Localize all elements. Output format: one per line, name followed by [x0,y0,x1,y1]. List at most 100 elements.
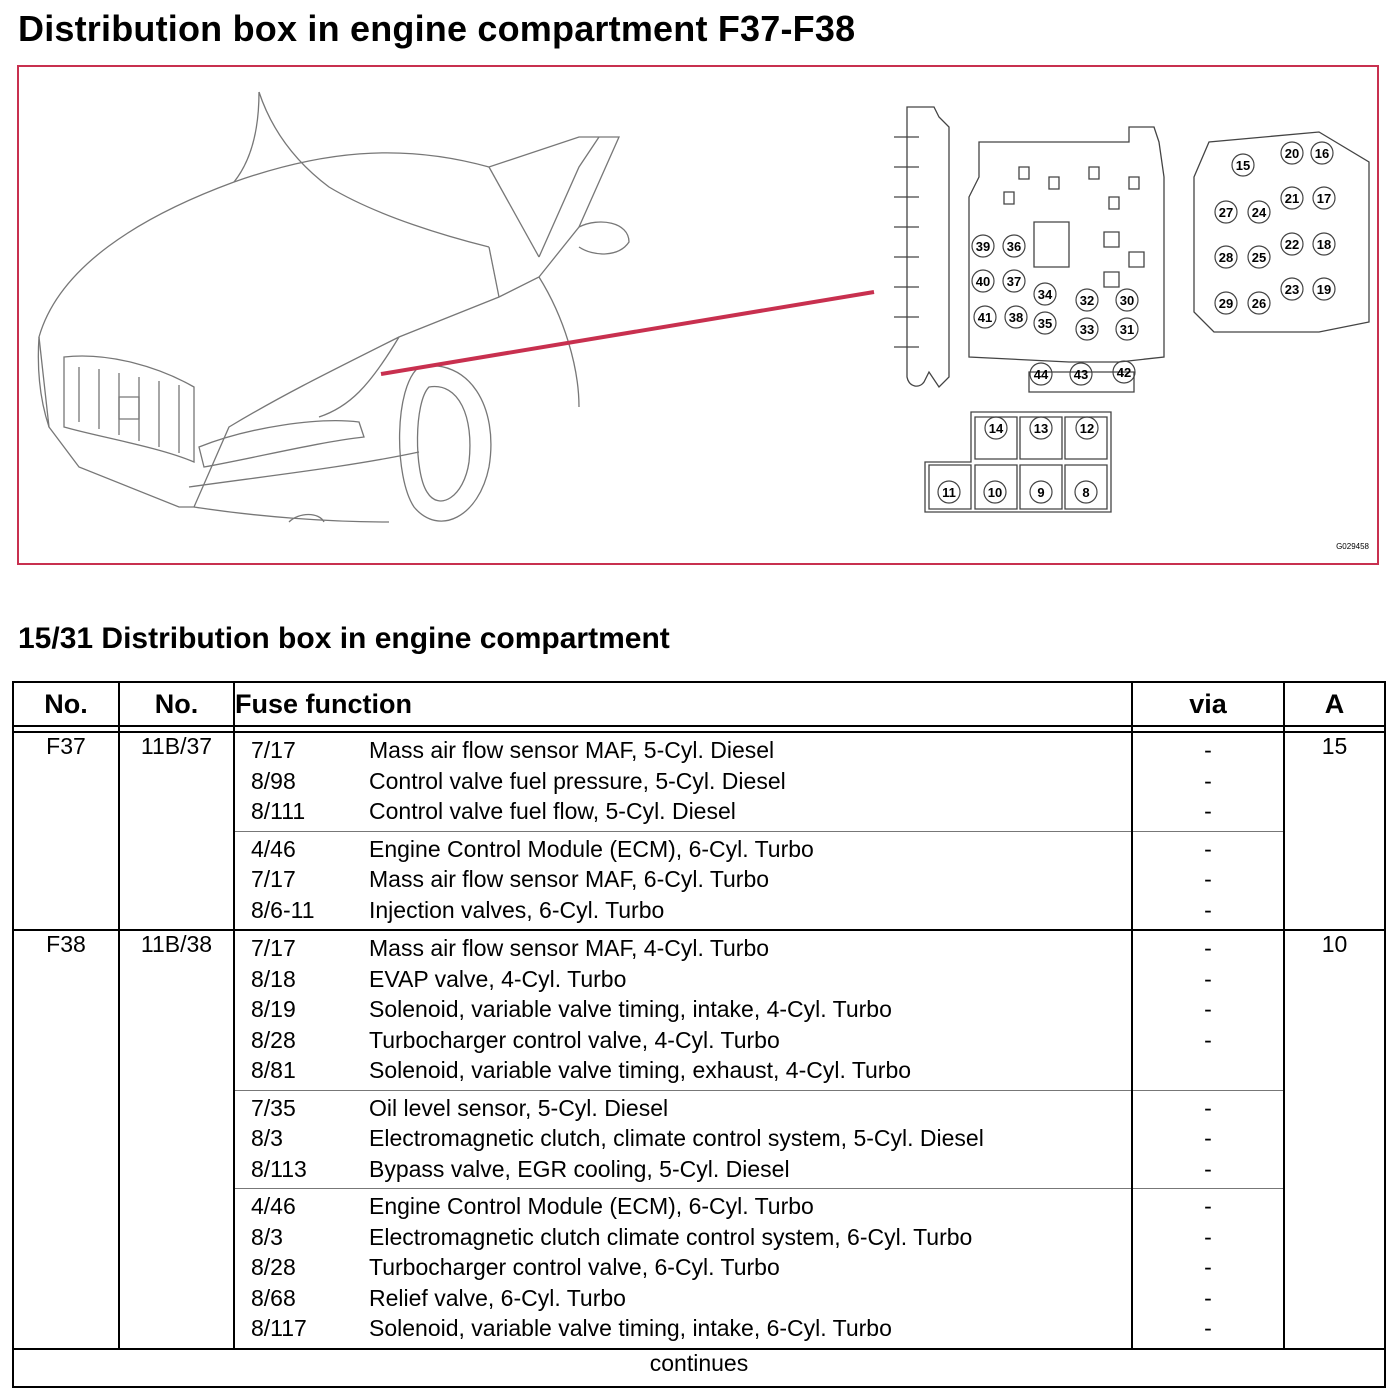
fuse-marker-43: 43 [1069,362,1093,386]
component-code: 8/28 [251,1026,296,1053]
fuse-label-31: 31 [1120,322,1134,337]
fuse-label-10: 10 [988,485,1002,500]
fuse-label-11: 11 [942,485,956,500]
fuse-label-37: 37 [1007,274,1021,289]
car-illustration [37,91,630,523]
component-code: 7/17 [251,737,296,763]
component-description: EVAP valve, 4-Cyl. Turbo [369,965,627,992]
table-footer-row: continues [12,1347,1386,1388]
fuse-marker-41: 41 [973,305,997,329]
fuse-marker-21: 21 [1280,186,1304,210]
amperage-cell: 10 [1283,929,1386,1350]
fuse-label-25: 25 [1252,250,1266,265]
component-code: 4/46 [251,835,296,862]
component-description: Solenoid, variable valve timing, intake,… [369,996,892,1022]
fuse-label-17: 17 [1317,191,1331,206]
header-amps: A [1283,681,1386,727]
component-code: 8/98 [251,767,296,794]
component-description: Oil level sensor, 5-Cyl. Diesel [369,1094,669,1121]
component-description: Turbocharger control valve, 4-Cyl. Turbo [369,1026,780,1053]
via-value: - [1204,767,1212,794]
via-group: --- [1133,1091,1283,1189]
fuse-marker-17: 17 [1312,186,1336,210]
fuse-label-22: 22 [1285,237,1299,252]
via-value: - [1204,996,1212,1022]
fuse-marker-18: 18 [1312,232,1336,256]
fuse-marker-9: 9 [1029,480,1053,504]
via-value: - [1204,866,1212,892]
fuse-marker-39: 39 [971,234,995,258]
component-description: Mass air flow sensor MAF, 5-Cyl. Diesel [369,737,775,763]
fuse-marker-30: 30 [1115,288,1139,312]
fuse-marker-37: 37 [1002,269,1026,293]
component-code: 7/17 [251,866,296,892]
function-line: 8/68 Relief valve, 6-Cyl. Turbo [235,1283,1131,1314]
fuse-label-29: 29 [1219,296,1233,311]
via-value: - [1204,1026,1212,1053]
function-line: 7/35 Oil level sensor, 5-Cyl. Diesel [235,1093,1131,1124]
via-value: - [1204,1254,1212,1280]
component-code: 8/68 [251,1284,296,1311]
component-code: 8/81 [251,1057,296,1083]
fuse-marker-35: 35 [1033,311,1057,335]
fuse-marker-29: 29 [1214,291,1238,315]
fuse-label-8: 8 [1082,485,1089,500]
continues-note: continues [12,1347,1386,1388]
fuse-label-44: 44 [1034,367,1049,382]
page-title: Distribution box in engine compartment F… [18,8,856,49]
function-line: 8/19 Solenoid, variable valve timing, int… [235,994,1131,1025]
fuse-marker-11: 11 [937,480,961,504]
fuse-label-27: 27 [1219,205,1233,220]
component-code: 8/19 [251,996,296,1022]
fuse-marker-32: 32 [1075,288,1099,312]
fuse-number-cell: F38 [12,929,120,1350]
amperage-cell: 15 [1283,731,1386,931]
pointer-line [380,290,875,376]
fuse-marker-13: 13 [1029,416,1053,440]
header-no: No. [12,681,120,727]
fuse-label-18: 18 [1317,237,1331,252]
fuse-label-21: 21 [1285,191,1299,206]
fuse-label-32: 32 [1080,293,1094,308]
component-description: Turbocharger control valve, 6-Cyl. Turbo [369,1254,780,1280]
component-code: 8/3 [251,1125,283,1151]
via-cell: ------------ [1131,929,1285,1350]
component-description: Relief valve, 6-Cyl. Turbo [369,1284,626,1311]
fuse-label-39: 39 [976,239,990,254]
figure-code: G029458 [1336,542,1369,551]
via-value: - [1204,1094,1212,1121]
component-code: 8/117 [251,1315,307,1341]
fuse-label-35: 35 [1038,316,1052,331]
fuse-label-16: 16 [1315,146,1329,161]
fuse-label-19: 19 [1317,282,1331,297]
fuse-marker-44: 44 [1029,362,1053,386]
fuse-label-40: 40 [976,274,990,289]
fuse-label-43: 43 [1074,367,1088,382]
component-code: 7/35 [251,1094,296,1121]
fuse-marker-10: 10 [983,480,1007,504]
fuse-marker-33: 33 [1075,317,1099,341]
fuse-marker-12: 12 [1075,416,1099,440]
fuse-label-42: 42 [1117,365,1131,380]
fuse-marker-34: 34 [1033,282,1057,306]
component-code: 8/113 [251,1155,307,1182]
fuse-label-9: 9 [1037,485,1044,500]
fuse-number-markers: 15 16 17 18 19 20 21 22 23 24 25 26 27 2… [937,141,1336,504]
via-value: - [1204,1284,1212,1311]
header-gap-row [12,725,1386,733]
via-value: - [1204,798,1212,824]
